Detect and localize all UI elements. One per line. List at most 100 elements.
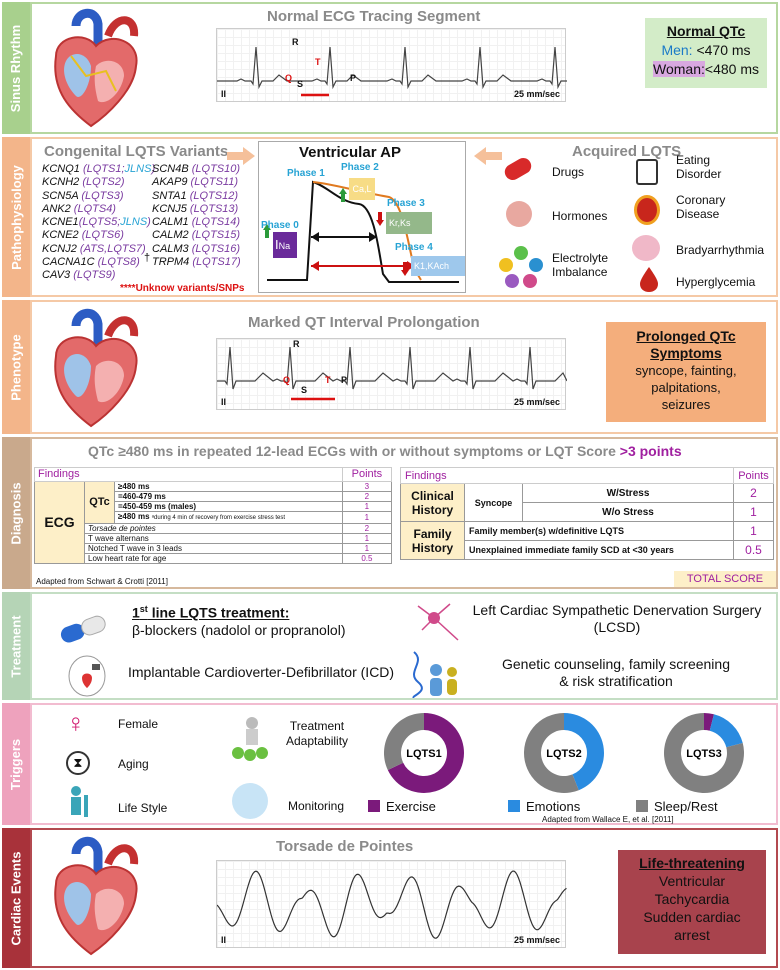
hourglass-icon: ⧗ bbox=[66, 751, 90, 775]
life-threatening-title: Life-threatening bbox=[639, 855, 745, 871]
monitoring-label: Monitoring bbox=[288, 799, 345, 813]
monitoring-icon bbox=[232, 783, 268, 819]
ap-curves bbox=[263, 180, 459, 283]
coronary-icon bbox=[634, 195, 660, 225]
panel-treatment: 1st line LQTS treatment: β-blockers (nad… bbox=[30, 592, 778, 700]
female-label: Female bbox=[118, 717, 159, 731]
unknown-variants: ****Unknow variants/SNPs bbox=[120, 283, 245, 294]
hormones-icon bbox=[506, 201, 532, 227]
trigger-donut-charts: LQTS1 LQTS2 LQTS3 bbox=[384, 713, 744, 793]
donut-slice-emotions bbox=[564, 713, 604, 791]
panel-triggers: ♀ Female ⧗ Aging Life Style Treatment Ad… bbox=[30, 703, 778, 825]
aging-label: Aging bbox=[118, 757, 149, 771]
ik1-ikach-current: K1,KAch bbox=[411, 256, 465, 276]
section-pathophysiology: Pathophysiology Congenital LQTS Variants… bbox=[0, 137, 780, 297]
life-threatening-box: Life-threatening Ventricular Tachycardia… bbox=[618, 850, 766, 954]
donut-label: LQTS1 bbox=[406, 748, 441, 760]
ikr-iks-current: Kr,Ks bbox=[386, 212, 432, 234]
treatment-adaptability-icon bbox=[232, 717, 268, 761]
paper-speed: 25 mm/sec bbox=[513, 935, 560, 945]
panel-sinus: Normal ECG Tracing Segment R Q S T P II … bbox=[30, 2, 778, 134]
women-label: Woman: bbox=[653, 61, 705, 77]
legend-swatch bbox=[508, 800, 520, 812]
normal-ecg-strip: R Q S T P II 25 mm/sec bbox=[216, 28, 567, 102]
gene-row: SCN4B (LQTS10) bbox=[152, 163, 241, 175]
blood-drop-icon bbox=[640, 267, 658, 292]
prolonged-ecg-strip: R Q S T P II 25 mm/sec bbox=[216, 338, 567, 410]
gene-row: KCNE2 (LQTS6) bbox=[42, 229, 124, 242]
wave-label-t: T bbox=[315, 57, 321, 67]
wave-label-q: Q bbox=[285, 73, 293, 83]
men-value: <470 ms bbox=[692, 42, 751, 58]
panel-phenotype: Marked QT Interval Prolongation R Q S T … bbox=[30, 300, 778, 434]
normal-qtc-title: Normal QTc bbox=[666, 23, 746, 39]
side-label-patho: Pathophysiology bbox=[2, 137, 30, 297]
paper-speed: 25 mm/sec bbox=[513, 397, 560, 407]
heart-illustration bbox=[54, 836, 139, 956]
gene-row: CACNA1C (LQTS8) bbox=[42, 256, 140, 269]
heart-illustration bbox=[54, 308, 139, 428]
donut-slice-sleep-rest bbox=[384, 713, 424, 771]
genetic-counseling: Genetic counseling, family screening & r… bbox=[501, 656, 730, 689]
prolonged-qtc-box: Prolonged QTc Symptoms syncope, fainting… bbox=[606, 322, 766, 422]
electrolyte-label: Electrolyte Imbalance bbox=[552, 251, 609, 279]
heart-illustration bbox=[54, 8, 139, 128]
phenotype-title: Marked QT Interval Prolongation bbox=[248, 314, 480, 331]
gene-row: CALM1 (LQTS14) bbox=[152, 216, 241, 229]
lifestyle-label: Life Style bbox=[118, 801, 168, 815]
gene-row: KCNJ5 (LQTS13) bbox=[152, 202, 239, 215]
phase2-label: Phase 2 bbox=[341, 162, 379, 173]
lead-label: II bbox=[221, 935, 227, 945]
paper-speed: 25 mm/sec bbox=[513, 89, 560, 99]
ap-title: Ventricular AP bbox=[299, 144, 401, 161]
acquired-title: Acquired LQTS bbox=[572, 143, 682, 160]
torsade-title: Torsade de Pointes bbox=[276, 838, 414, 855]
donut-slice-sleep-rest bbox=[664, 713, 744, 793]
donut-label: LQTS2 bbox=[546, 748, 581, 760]
arrow-right-icon bbox=[227, 147, 255, 165]
wave-label-p: P bbox=[350, 73, 357, 83]
gene-row: CAV3 (LQTS9) bbox=[42, 269, 116, 282]
bradyarrhythmia-icon bbox=[632, 235, 660, 261]
ina-current: INa bbox=[273, 232, 297, 258]
clipboard-icon bbox=[636, 159, 658, 185]
symptoms-text: syncope, fainting, palpitations, seizure… bbox=[635, 363, 737, 412]
section-diagnosis: Diagnosis QTc ≥480 ms in repeated 12-lea… bbox=[0, 437, 780, 589]
donut-slice-emotions bbox=[709, 714, 743, 748]
legend-swatch bbox=[636, 800, 648, 812]
gene-row: SNTA1 (LQTS12) bbox=[152, 189, 238, 202]
section-triggers: Triggers ♀ Female ⧗ Aging Life Style Tre… bbox=[0, 703, 780, 825]
legend-emotions: Emotions bbox=[508, 799, 580, 814]
table-row: Clinical History Syncope W/Stress 2 bbox=[400, 483, 774, 522]
side-label-triggers: Triggers bbox=[2, 703, 30, 825]
legend-sleep: Sleep/Rest bbox=[636, 799, 718, 814]
wave-label-r: R bbox=[293, 339, 300, 349]
donut-slice-sleep-rest bbox=[524, 713, 579, 793]
icd-label: Implantable Cardioverter-Defibrillator (… bbox=[128, 664, 395, 680]
table-row: ≥480 ms ᵃduring 4 min of recovery from e… bbox=[35, 511, 393, 524]
lcsd-label: Left Cardiac Sympathetic Denervation Sur… bbox=[472, 602, 762, 635]
beta-blockers: β-blockers (nadolol or propranolol) bbox=[132, 622, 346, 638]
wallace-citation: Adapted from Wallace E, et al. [2011] bbox=[542, 815, 674, 824]
phase1-label: Phase 1 bbox=[287, 168, 325, 179]
table-row: Unexplained immediate family SCD at <30 … bbox=[401, 540, 774, 560]
section-treatment: Treatment 1st line LQTS treatment: β-blo… bbox=[0, 592, 780, 700]
side-label-phenotype: Phenotype bbox=[2, 300, 30, 434]
panel-cardiac: Torsade de Pointes II 25 mm/sec Life-thr… bbox=[30, 828, 778, 968]
donut-label: LQTS3 bbox=[686, 748, 721, 760]
torsade-waveform bbox=[217, 870, 567, 939]
genes-left-list: KCNQ1 (LQTS1;JLNS) KCNH2 (LQTS2) SCN5A (… bbox=[42, 163, 155, 283]
wave-label-s: S bbox=[297, 79, 304, 89]
arrow-left-icon bbox=[474, 147, 502, 165]
section-sinus-rhythm: Sinus Rhythm Normal ECG Tracing Segment … bbox=[0, 2, 780, 134]
life-threatening-text: Ventricular Tachycardia Sudden cardiac a… bbox=[643, 873, 741, 943]
torsade-trace bbox=[217, 870, 567, 939]
hyperglycemia-label: Hyperglycemia bbox=[676, 275, 756, 289]
pill-icon bbox=[501, 155, 535, 183]
eating-disorder-label: Eating Disorder bbox=[676, 153, 722, 181]
